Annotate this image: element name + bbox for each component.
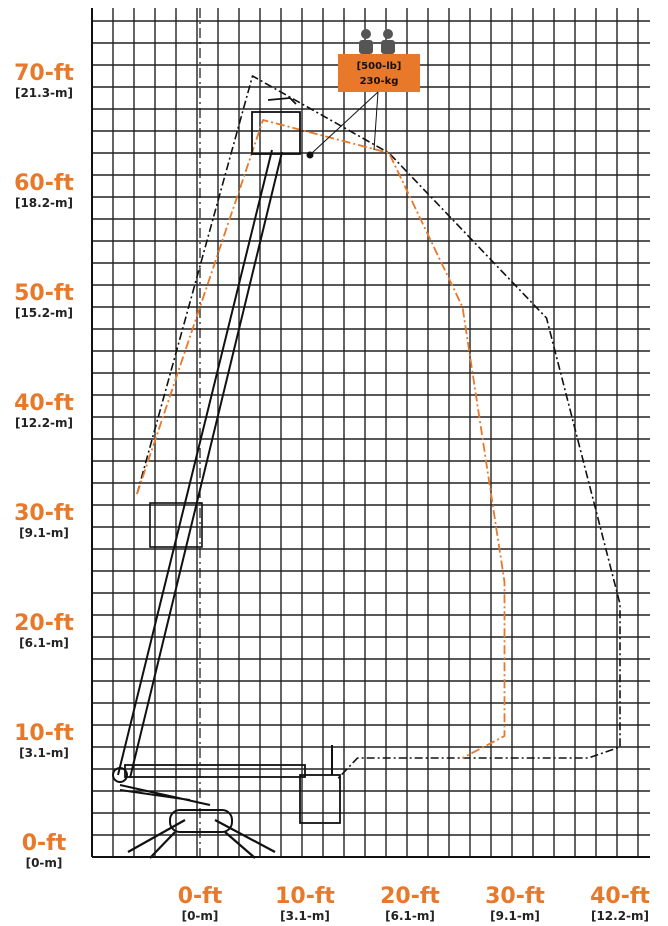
capacity-plate [338,54,420,92]
track-chassis [169,809,233,833]
turret [119,784,211,806]
y-label-m: [9.1-m] [19,526,69,540]
x-label-ft: 0-ft [178,884,223,909]
raised-jib [267,97,297,105]
x-label-m: [9.1-m] [490,909,540,923]
x-label-m: [3.1-m] [280,909,330,923]
mid-basket [149,502,203,548]
capacity-badge: [500-lb] 230-kg [306,29,420,159]
boom-pivot [112,767,128,783]
main-boom-edge-b [129,151,283,779]
y-label-ft: 60-ft [14,171,74,196]
raised-basket [251,111,301,155]
y-label-m: [12.2-m] [15,416,73,430]
two-worker-hardhat-icon [359,29,395,54]
outrigger-legs [127,819,276,859]
y-label-m: [0-m] [26,856,63,870]
x-label-ft: 30-ft [485,884,545,909]
stowed-basket [299,774,341,824]
main-boom-edge-a [117,149,273,776]
y-axis-labels: 70-ft[21.3-m] 60-ft[18.2-m] 50-ft[15.2-m] 4… [14,61,74,870]
y-label-m: [3.1-m] [19,746,69,760]
restricted-envelope [136,119,506,759]
x-label-ft: 10-ft [275,884,335,909]
x-label-m: [12.2-m] [591,909,649,923]
stowed-boom [124,764,306,778]
y-label-ft: 20-ft [14,611,74,636]
grid [91,8,650,858]
x-axis-labels: 0-ft[0-m] 10-ft[3.1-m] 20-ft[6.1-m] 30-ft[9… [178,884,651,923]
y-label-ft: 0-ft [22,831,67,856]
x-label-ft: 20-ft [380,884,440,909]
y-label-ft: 50-ft [14,281,74,306]
envelopes [136,75,621,781]
y-label-ft: 10-ft [14,721,74,746]
x-label-ft: 40-ft [590,884,650,909]
capacity-lb: [500-lb] [357,61,402,72]
capacity-kg: 230-kg [360,76,399,87]
y-label-ft: 40-ft [14,391,74,416]
y-label-m: [6.1-m] [19,636,69,650]
outer-envelope [136,75,621,781]
y-label-m: [15.2-m] [15,306,73,320]
y-label-ft: 30-ft [14,501,74,526]
x-label-m: [6.1-m] [385,909,435,923]
y-label-m: [21.3-m] [15,86,73,100]
x-label-m: [0-m] [182,909,219,923]
y-label-ft: 70-ft [14,61,74,86]
boom-lift-machine [112,97,341,859]
y-label-m: [18.2-m] [15,196,73,210]
